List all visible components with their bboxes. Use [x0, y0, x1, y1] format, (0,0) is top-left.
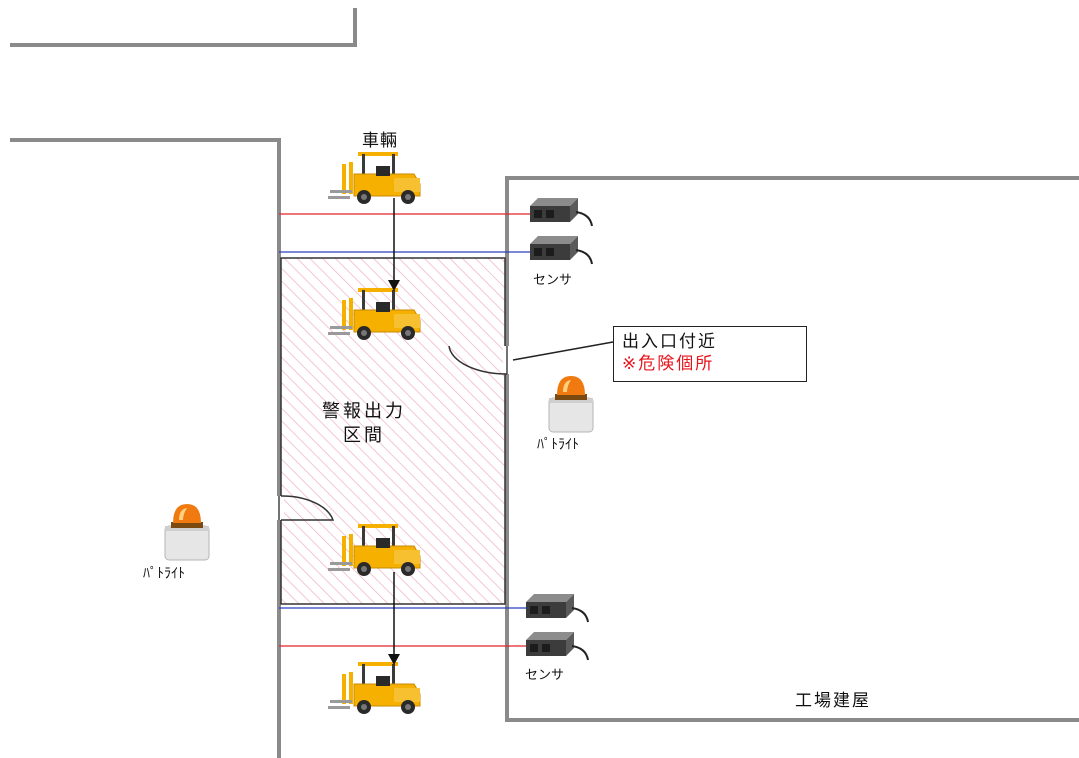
patlight-icon	[164, 503, 210, 561]
callout-entrance-text: 出入口付近	[622, 332, 717, 352]
factory-building-wall	[505, 176, 1079, 722]
wall-top-left	[10, 8, 357, 47]
callout-leader	[512, 341, 614, 361]
door-swing-icon	[448, 345, 508, 375]
sensor-icon	[525, 631, 589, 661]
door-swing-icon	[280, 495, 335, 521]
patlight-label-left: ﾊﾟﾄﾗｲﾄ	[143, 566, 185, 582]
door-gap-left	[276, 496, 284, 520]
alarm-zone-label-line1: 警報出力	[322, 401, 406, 422]
factory-building-label: 工場建屋	[795, 691, 871, 711]
arrow-down-icon	[388, 198, 400, 291]
arrow-down-icon	[388, 572, 400, 665]
sensor-icon	[529, 197, 593, 227]
sensor-icon	[525, 593, 589, 623]
forklift-icon	[327, 151, 421, 205]
callout-danger-text: ※危険個所	[622, 354, 715, 374]
sensor-label-top: センサ	[533, 273, 573, 288]
vehicle-label: 車輛	[362, 131, 398, 151]
entrance-callout: 出入口付近 ※危険個所	[613, 326, 807, 382]
alarm-zone-label: 警報出力 区間	[322, 400, 406, 448]
patlight-label-right: ﾊﾟﾄﾗｲﾄ	[537, 437, 579, 453]
wall-left-passage	[10, 138, 281, 758]
sensor-label-bottom: センサ	[525, 668, 565, 683]
alarm-zone-label-line2: 区間	[343, 425, 385, 446]
forklift-icon	[327, 661, 421, 715]
sensor-icon	[529, 235, 593, 265]
patlight-icon	[548, 375, 594, 433]
